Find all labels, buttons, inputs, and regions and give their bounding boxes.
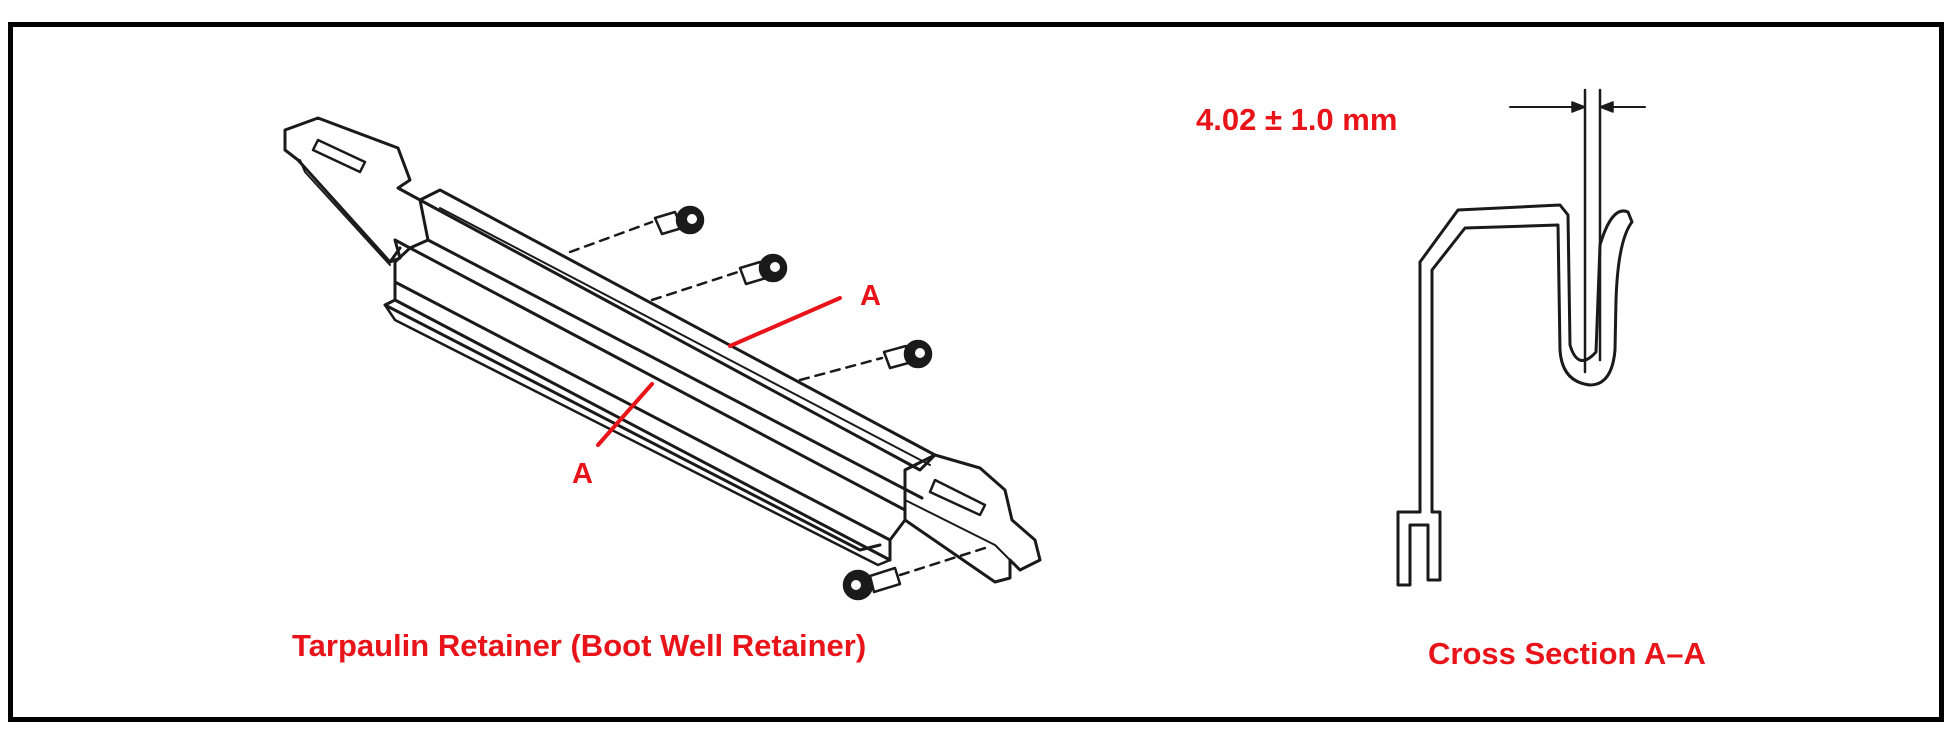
tarpaulin-retainer bbox=[283, 116, 1042, 584]
section-mark-upper: A bbox=[860, 280, 881, 312]
left-mounting-tab bbox=[283, 116, 430, 264]
right-tab-slot bbox=[928, 478, 987, 517]
section-line-upper bbox=[728, 296, 842, 348]
cross-section-profile bbox=[1396, 88, 1646, 587]
screw-2 bbox=[650, 253, 788, 302]
section-line-lower bbox=[596, 382, 654, 447]
web bbox=[393, 246, 907, 542]
screw-1 bbox=[568, 205, 705, 254]
dimension-label: 4.02 ± 1.0 mm bbox=[1196, 102, 1398, 137]
retainer-caption: Tarpaulin Retainer (Boot Well Retainer) bbox=[292, 628, 867, 663]
diagram-frame bbox=[8, 22, 1944, 722]
lower-lip bbox=[383, 246, 882, 552]
screw-3 bbox=[798, 339, 933, 382]
left-tab-slot bbox=[311, 138, 367, 174]
screw-4 bbox=[842, 546, 987, 601]
right-mounting-tab bbox=[903, 453, 1042, 584]
cross-section-caption: Cross Section A–A bbox=[1428, 636, 1706, 671]
section-mark-lower: A bbox=[572, 458, 593, 490]
